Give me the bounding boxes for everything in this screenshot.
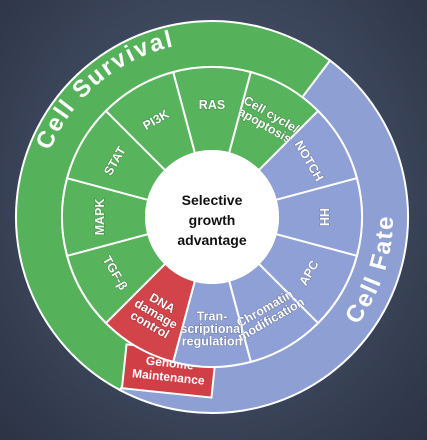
- segment-label-ras: RAS: [199, 98, 225, 112]
- segment-label-hh: HH: [317, 208, 331, 226]
- pathway-segments: [61, 66, 363, 368]
- center-label-line: Selective: [182, 192, 243, 208]
- segment-label-mapk: MAPK: [93, 199, 107, 236]
- center-label-line: growth: [189, 212, 236, 228]
- center-label-line: advantage: [177, 232, 246, 248]
- selective-growth-advantage-label: Selective growth advantage: [177, 192, 246, 248]
- center-circle: [145, 150, 279, 284]
